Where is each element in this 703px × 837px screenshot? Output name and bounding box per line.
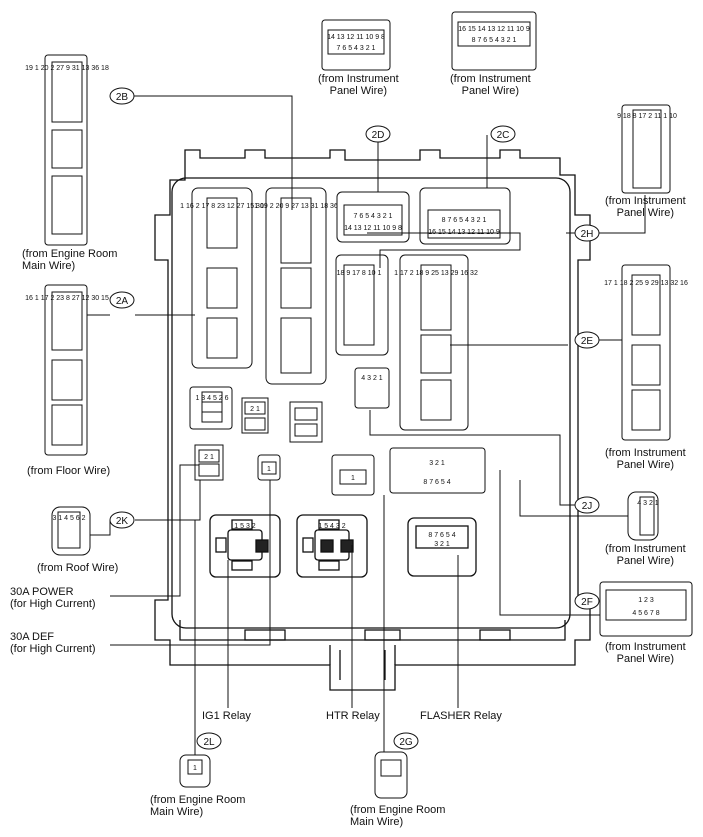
pins-2C-top: 16 15 14 13 12 11 10 9 (458, 26, 530, 33)
pins-2F-top: 1 2 3 (638, 597, 654, 604)
pins-2D-bottom: 7 6 5 4 3 2 1 (337, 45, 376, 52)
pins-2C-block-bottom: 16 15 14 13 12 11 10 9 (428, 229, 500, 236)
pins-ig1-relay: 1 5 3 2 (234, 523, 256, 530)
tag-2J: 2J (582, 501, 593, 512)
pins-2D-block-top: 7 6 5 4 3 2 1 (354, 213, 393, 220)
tag-2B: 2B (116, 92, 129, 103)
pins-fuse-2-1-b: 2 1 (204, 454, 214, 461)
pins-flasher-bottom: 3 2 1 (434, 541, 450, 548)
label-flasher-relay: FLASHER Relay (420, 710, 502, 722)
socket-2D (336, 191, 410, 243)
tag-2L: 2L (203, 737, 215, 748)
junction-block-body (154, 149, 591, 691)
pins-2B-col: 1 19 2 20 9 27 13 31 18 36 (254, 203, 338, 210)
pins-roof-ext: 3 1 4 5 6 2 (52, 515, 85, 522)
relay-htr (296, 514, 368, 578)
label-30a-def: 30A DEF(for High Current) (10, 631, 96, 655)
tag-2K: 2K (116, 516, 129, 527)
pins-2K-block: 1 3 4 5 2 6 (195, 395, 228, 402)
pins-2A-col: 1 16 2 17 8 23 12 27 15 30 (180, 203, 264, 210)
pins-flasher-top: 8 7 6 5 4 (428, 532, 455, 539)
pins-2H-col: 18 9 17 8 10 1 (337, 270, 382, 277)
pins-htr-relay: 1 5 4 3 2 (318, 523, 345, 530)
label-roof-wire: (from Roof Wire) (37, 562, 119, 574)
label-30a-power: 30A POWER(for High Current) (10, 586, 96, 610)
pins-2F-block-bottom: 8 7 6 5 4 (423, 479, 450, 486)
socket-2F (389, 447, 486, 494)
label-htr-relay: HTR Relay (326, 710, 380, 722)
pins-2F-bottom: 4 5 6 7 8 (632, 610, 659, 617)
label-floor-wire: (from Floor Wire) (27, 465, 111, 477)
tag-2D: 2D (372, 130, 385, 141)
relay-ig1 (209, 514, 281, 578)
tag-2C: 2C (497, 130, 510, 141)
pins-2E-ext-col: 17 1 18 2 25 9 29 13 32 16 (604, 280, 688, 287)
socket-2K (189, 386, 233, 430)
relay-flasher (407, 517, 477, 577)
pins-2J-block: 4 3 2 1 (361, 375, 383, 382)
pins-2E-col: 1 17 2 18 9 25 13 29 16 32 (394, 270, 478, 277)
tag-2E: 2E (581, 336, 594, 347)
pins-2C-bottom: 8 7 6 5 4 3 2 1 (472, 37, 517, 44)
tag-2G: 2G (399, 737, 413, 748)
socket-2E (399, 254, 469, 431)
tag-2F: 2F (581, 597, 593, 608)
pins-engine-room-col: 19 1 20 2 27 9 31 13 36 18 (25, 65, 109, 72)
pins-fuse-2-1-a: 2 1 (250, 406, 260, 413)
socket-2L (257, 454, 281, 481)
pins-2G-block: 1 (351, 475, 355, 482)
pins-2C-block-top: 8 7 6 5 4 3 2 1 (442, 217, 487, 224)
socket-2J (354, 367, 390, 409)
leader-lines (87, 95, 646, 755)
pins-2D-top: 14 13 12 11 10 9 8 (327, 34, 385, 41)
pins-2H-ext-col: 9 18 8 17 2 11 1 10 (617, 113, 677, 120)
pins-2D-block-bottom: 14 13 12 11 10 9 8 (344, 225, 402, 232)
pins-2F-block-top: 3 2 1 (429, 460, 445, 467)
socket-2H (335, 254, 389, 356)
tag-2A: 2A (116, 296, 129, 307)
socket-2B (265, 187, 327, 385)
pins-2L-block: 1 (267, 466, 271, 473)
socket-2G (331, 454, 375, 496)
socket-2C (419, 187, 511, 245)
pins-2L-ext: 1 (193, 765, 197, 772)
pins-floor-col: 16 1 17 2 23 8 27 12 30 15 (25, 295, 109, 302)
socket-2A (191, 187, 253, 369)
tag-circles (109, 87, 600, 750)
tag-2H: 2H (581, 229, 594, 240)
label-ig1-relay: IG1 Relay (202, 710, 251, 722)
pins-2J-ext: 4 3 2 1 (637, 500, 659, 507)
